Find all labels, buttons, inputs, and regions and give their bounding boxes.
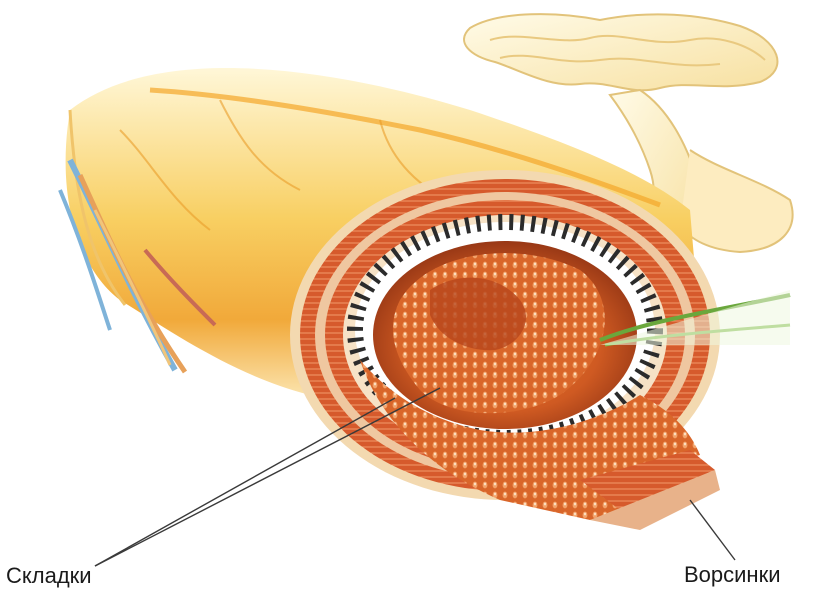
folds-leader-2 bbox=[95, 388, 440, 566]
villi-leader bbox=[690, 500, 735, 560]
folds-label: Складки bbox=[6, 565, 92, 587]
villi-label: Ворсинки bbox=[684, 564, 781, 586]
folds-leader-1 bbox=[95, 398, 395, 566]
